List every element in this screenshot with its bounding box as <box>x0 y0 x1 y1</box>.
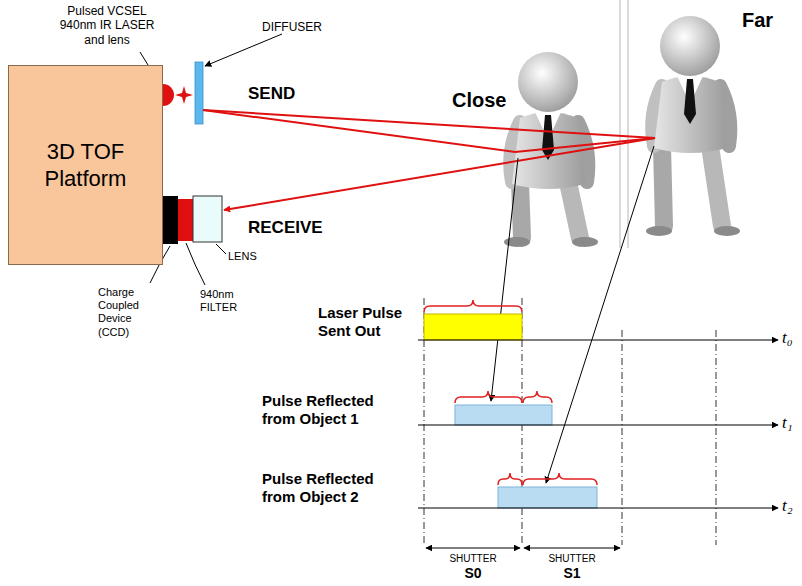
shutter-span <box>524 548 620 549</box>
vcsel-laser <box>163 84 174 106</box>
person-figure <box>520 182 522 238</box>
person-figure <box>684 79 696 124</box>
vcsel-laser <box>163 84 193 106</box>
person-figure <box>660 16 720 76</box>
vcsel-laser <box>175 86 193 104</box>
shutter-name: S0 <box>428 565 518 582</box>
receive-lens <box>193 196 222 242</box>
shutter-label: SHUTTER <box>527 553 617 565</box>
pulse-brace <box>498 473 522 485</box>
direction-label: RECEIVE <box>248 218 348 238</box>
light-path <box>203 110 655 210</box>
pulse-brace <box>455 391 522 403</box>
part-label: DIFFUSER <box>262 20 342 34</box>
ir-filter <box>178 199 193 241</box>
person-figure <box>646 226 672 236</box>
direction-label: SEND <box>248 84 318 104</box>
time-axis <box>418 339 778 340</box>
axis-label: t₁ <box>782 413 793 433</box>
reflected-pulse <box>455 405 552 425</box>
platform-box: 3D TOF Platform <box>8 65 163 265</box>
person-figure <box>542 115 554 160</box>
axis-label: t₂ <box>782 496 793 516</box>
signal-name: Pulse Reflected from Object 2 <box>262 470 402 506</box>
person-figure <box>518 52 578 112</box>
ccd-sensor <box>163 196 178 244</box>
person-figure <box>646 16 740 236</box>
part-label: Pulsed VCSEL 940nm IR LASER and lens <box>48 4 166 47</box>
shutter-label: SHUTTER <box>428 553 518 565</box>
signal-name: Laser Pulse Sent Out <box>318 304 418 340</box>
light-path <box>224 138 655 210</box>
person-figure <box>710 146 722 226</box>
box-title: 3D TOF Platform <box>26 138 146 193</box>
shutter-span <box>426 548 520 549</box>
scene-frame <box>620 0 628 248</box>
time-axis <box>418 424 778 425</box>
time-gate-line <box>716 330 717 545</box>
reflection-arrow <box>546 146 654 483</box>
object-label: Far <box>742 8 794 32</box>
time-axis <box>418 507 778 508</box>
light-path <box>203 110 655 138</box>
diffuser <box>195 62 203 124</box>
time-gate-line <box>622 330 623 545</box>
person-figure <box>568 182 580 238</box>
part-label: Charge Coupled Device (CCD) <box>98 286 156 339</box>
leader-line <box>205 34 282 66</box>
leader-line <box>186 243 205 285</box>
axis-label: t₀ <box>782 328 793 348</box>
light-path <box>203 110 515 152</box>
person-figure <box>654 76 727 153</box>
laser-pulse <box>424 314 522 340</box>
scene-frame <box>627 0 629 248</box>
person-figure <box>572 237 598 247</box>
part-label: 940nm FILTER <box>200 288 252 314</box>
object-label: Close <box>452 88 522 112</box>
leader-line <box>216 244 226 254</box>
signal-name: Pulse Reflected from Object 1 <box>262 392 402 428</box>
person-figure <box>714 226 740 236</box>
time-axis <box>418 340 778 508</box>
scene-frame <box>619 0 621 248</box>
shutter-span <box>426 548 620 549</box>
person-figure <box>662 146 664 226</box>
reflected-pulse <box>498 487 597 508</box>
reflection-arrow <box>491 158 518 401</box>
shutter-name: S1 <box>527 565 617 582</box>
part-label: LENS <box>228 250 278 263</box>
pulse-brace <box>523 473 597 485</box>
pulse-brace <box>424 300 597 485</box>
pulse-brace <box>424 300 522 312</box>
pulse-brace <box>523 391 552 403</box>
